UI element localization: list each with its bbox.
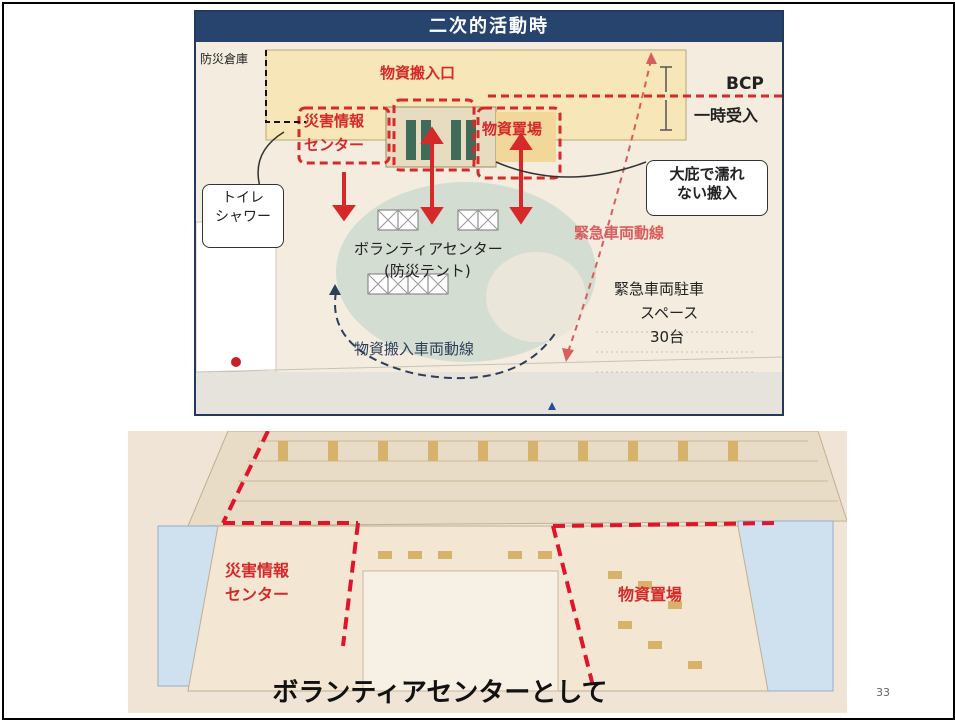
label-bcp: BCP (726, 74, 764, 94)
label-parking-line2: スペース (640, 304, 699, 322)
site-plan-map: 二次的活動時 防災倉庫 物資搬入口 災害情報 センター 物資置場 BCP 一時受… (194, 10, 784, 416)
slide-caption: ボランティアセンターとして (272, 678, 608, 708)
isometric-interior-view: 災害情報 センター 物資置場 (128, 431, 847, 713)
toilet-shower-callout: トイレ シャワー (202, 184, 284, 248)
label-busshi-vehicle-route: 物資搬入車両動線 (354, 340, 475, 358)
shower-label: シャワー (215, 209, 271, 225)
label-bousai-tent: (防災テント) (384, 262, 471, 280)
label-bousai-souko: 防災倉庫 (200, 52, 249, 66)
iso-label-saigai-line1: 災害情報 (225, 561, 290, 580)
site-plan-drawing (196, 42, 782, 414)
label-parking-line3: 30台 (650, 328, 685, 346)
label-busshi-hannyuguchi: 物資搬入口 (380, 64, 456, 82)
label-ichiji-ukeire: 一時受入 (694, 106, 759, 125)
label-busshi-okiba: 物資置場 (482, 120, 543, 138)
iso-label-saigai-line2: センター (225, 585, 290, 604)
eave-label-line2: ない搬入 (676, 184, 737, 202)
label-kinkyu-dousen: 緊急車両動線 (574, 224, 665, 242)
iso-label-busshi-okiba: 物資置場 (618, 585, 683, 604)
label-parking-line1: 緊急車両駐車 (614, 280, 705, 298)
page-number: 33 (876, 686, 890, 699)
isometric-drawing (128, 431, 847, 713)
phase-header: 二次的活動時 (196, 12, 782, 42)
eave-label-line1: 大庇で濡れ (669, 165, 745, 183)
eave-callout: 大庇で濡れ ない搬入 (646, 160, 768, 216)
toilet-label: トイレ (222, 190, 264, 206)
label-saigai-center-line1: 災害情報 (304, 112, 365, 130)
label-saigai-center-line2: センター (304, 136, 365, 154)
label-volunteer-center: ボランティアセンター (354, 240, 503, 258)
